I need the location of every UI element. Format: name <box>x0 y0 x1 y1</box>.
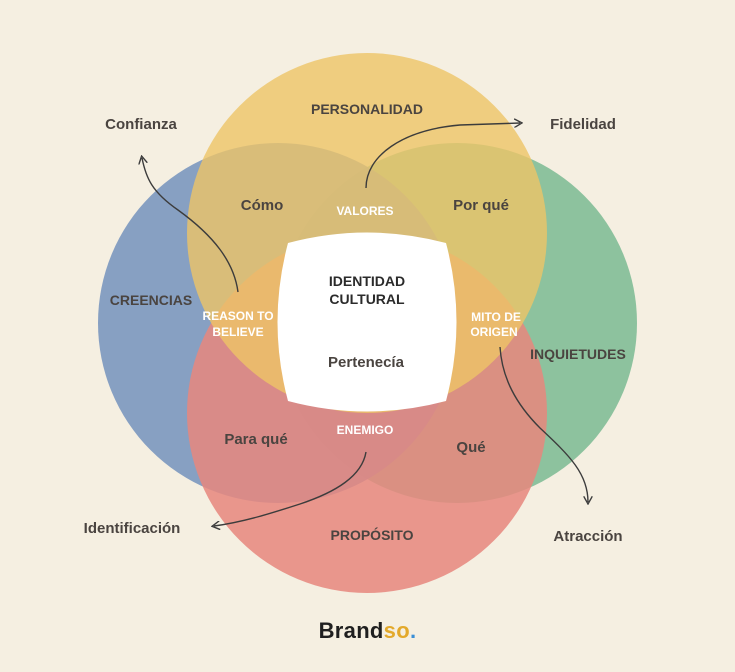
overlap-label-que: Qué <box>456 439 485 456</box>
center-subtitle: Pertenecía <box>328 354 405 371</box>
label-proposito: PROPÓSITO <box>331 526 414 543</box>
inner-label-enemigo: ENEMIGO <box>337 423 394 437</box>
brand-logo: Brandso. <box>0 618 735 644</box>
inner-label-valores: VALORES <box>336 204 393 218</box>
brand-dot: . <box>409 618 417 643</box>
arrow-to-fidelidad <box>365 123 520 189</box>
brand-name-accent: so <box>383 618 410 643</box>
overlap-label-por-que: Por qué <box>453 197 509 214</box>
inner-label-reason-to-believe-line2: BELIEVE <box>212 325 263 339</box>
outcome-label-confianza: Confianza <box>105 116 177 133</box>
center-identity-zone <box>277 232 457 412</box>
brand-name-main: Brand <box>318 618 384 643</box>
outcome-label-identificacion: Identificación <box>84 520 181 537</box>
center-title-line1: IDENTIDAD <box>329 273 405 289</box>
inner-label-mito-de-origen-line2: ORIGEN <box>470 325 517 339</box>
outcome-label-atraccion: Atracción <box>553 528 622 545</box>
inner-label-reason-to-believe-line1: REASON TO <box>202 309 273 323</box>
overlap-label-como: Cómo <box>241 197 284 214</box>
outcome-label-fidelidad: Fidelidad <box>550 116 616 133</box>
label-creencias: CREENCIAS <box>110 292 192 308</box>
inner-label-mito-de-origen-line1: MITO DE <box>471 310 521 324</box>
center-title-line2: CULTURAL <box>329 291 405 307</box>
label-personalidad: PERSONALIDAD <box>311 101 423 117</box>
label-inquietudes: INQUIETUDES <box>530 346 626 362</box>
arrow-to-confianza <box>142 158 239 293</box>
arrow-to-atraccion <box>499 346 588 502</box>
overlap-label-para-que: Para qué <box>224 431 287 448</box>
arrow-to-identificacion <box>214 451 367 526</box>
